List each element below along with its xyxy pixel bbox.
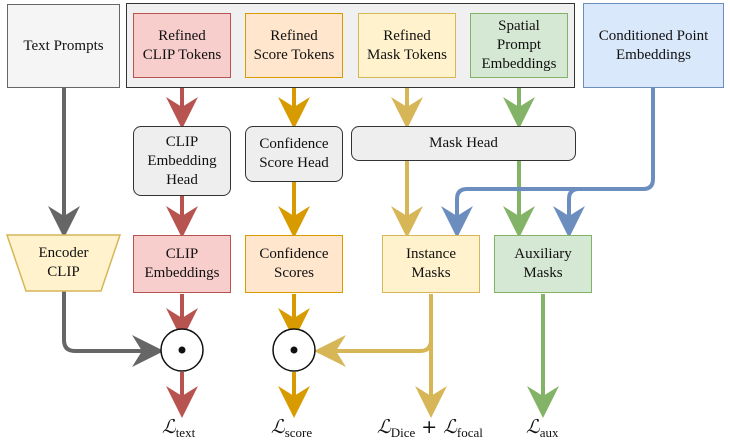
edge-point-embeddings-to-aux-masks [553, 187, 585, 238]
refined-mask-tokens-node: Refined Mask Tokens [358, 13, 456, 78]
loss-score: ℒscore [271, 416, 312, 441]
loss-dice-focal: ℒDice + ℒfocal [377, 416, 483, 441]
loss-text-symbol: ℒ [162, 416, 176, 438]
loss-aux-symbol: ℒ [526, 416, 540, 438]
dot-product-operator-score [272, 328, 316, 372]
confidence-score-head-node: Confidence Score Head [245, 126, 343, 182]
loss-dice-symbol: ℒ [377, 416, 391, 438]
refined-clip-tokens-node: Refined CLIP Tokens [133, 13, 231, 78]
loss-focal-subscript: focal [456, 425, 483, 440]
encoder-clip-node: Encoder CLIP [7, 235, 120, 291]
mask-head-node: Mask Head [351, 126, 576, 161]
edge-point-embeddings-to-instance-masks [441, 87, 655, 238]
spatial-prompt-embeddings-node: Spatial Prompt Embeddings [470, 13, 568, 78]
edge-encoder-to-dot-text [62, 291, 164, 367]
conditioned-point-embeddings-node: Conditioned Point Embeddings [583, 3, 724, 88]
loss-text: ℒtext [162, 416, 195, 441]
loss-plus-sign: + [415, 416, 444, 438]
auxiliary-masks-node: Auxiliary Masks [494, 235, 592, 293]
edge-instance-masks-to-dot-score [314, 335, 433, 367]
clip-embedding-head-node: CLIP Embedding Head [133, 126, 231, 196]
encoder-clip-label: Encoder CLIP [38, 245, 89, 280]
loss-aux-subscript: aux [539, 425, 559, 440]
refined-score-tokens-node: Refined Score Tokens [245, 13, 343, 78]
text-prompts-node: Text Prompts [7, 4, 120, 88]
loss-dice-subscript: Dice [390, 425, 416, 440]
confidence-scores-node: Confidence Scores [245, 235, 343, 293]
instance-masks-node: Instance Masks [382, 235, 480, 293]
dot-product-operator-text [160, 328, 204, 372]
loss-score-subscript: score [284, 425, 313, 440]
loss-score-symbol: ℒ [271, 416, 285, 438]
loss-aux: ℒaux [526, 416, 558, 441]
encoder-clip-shape [5, 234, 122, 292]
clip-embeddings-node: CLIP Embeddings [133, 235, 231, 293]
loss-text-subscript: text [175, 425, 196, 440]
loss-focal-symbol: ℒ [443, 416, 457, 438]
